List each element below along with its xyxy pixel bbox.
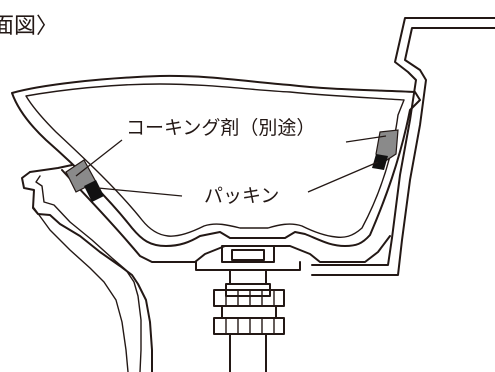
packing-leader-right (307, 161, 379, 193)
drain-pipe (229, 333, 267, 372)
diagram-title: 面図〉 (0, 14, 58, 39)
drain-flange (195, 261, 301, 271)
packing-label: パッキン (204, 185, 279, 207)
counter-right-wall-inner (311, 27, 495, 276)
packing-right (372, 154, 388, 170)
counter-right-wall-outer (311, 17, 495, 266)
drain-neck (229, 269, 267, 285)
counter-left-lower-edge (33, 207, 129, 372)
bowl-bottom-flange (61, 169, 391, 263)
counter-left-edge (21, 171, 153, 372)
packing-left (84, 180, 104, 202)
caulking-label: コーキング剤（別途） (126, 117, 315, 139)
drain-body (221, 245, 275, 263)
bowl-inner-surface (25, 83, 405, 238)
counter-left-top (29, 164, 73, 173)
drain-nut-lower-knurl (225, 317, 275, 335)
drain-spacer (221, 305, 277, 319)
caulking-leader-right (345, 135, 387, 143)
caulking-leader-left (75, 139, 123, 177)
caulking-right (375, 129, 399, 163)
drain-core (231, 249, 265, 261)
drain-nut-lower (213, 317, 285, 335)
counter-left-inner-edge (35, 175, 142, 372)
bowl-rim-outer (11, 74, 421, 247)
packing-leader-left (97, 187, 183, 197)
drain-nut-upper-knurl (225, 289, 275, 307)
